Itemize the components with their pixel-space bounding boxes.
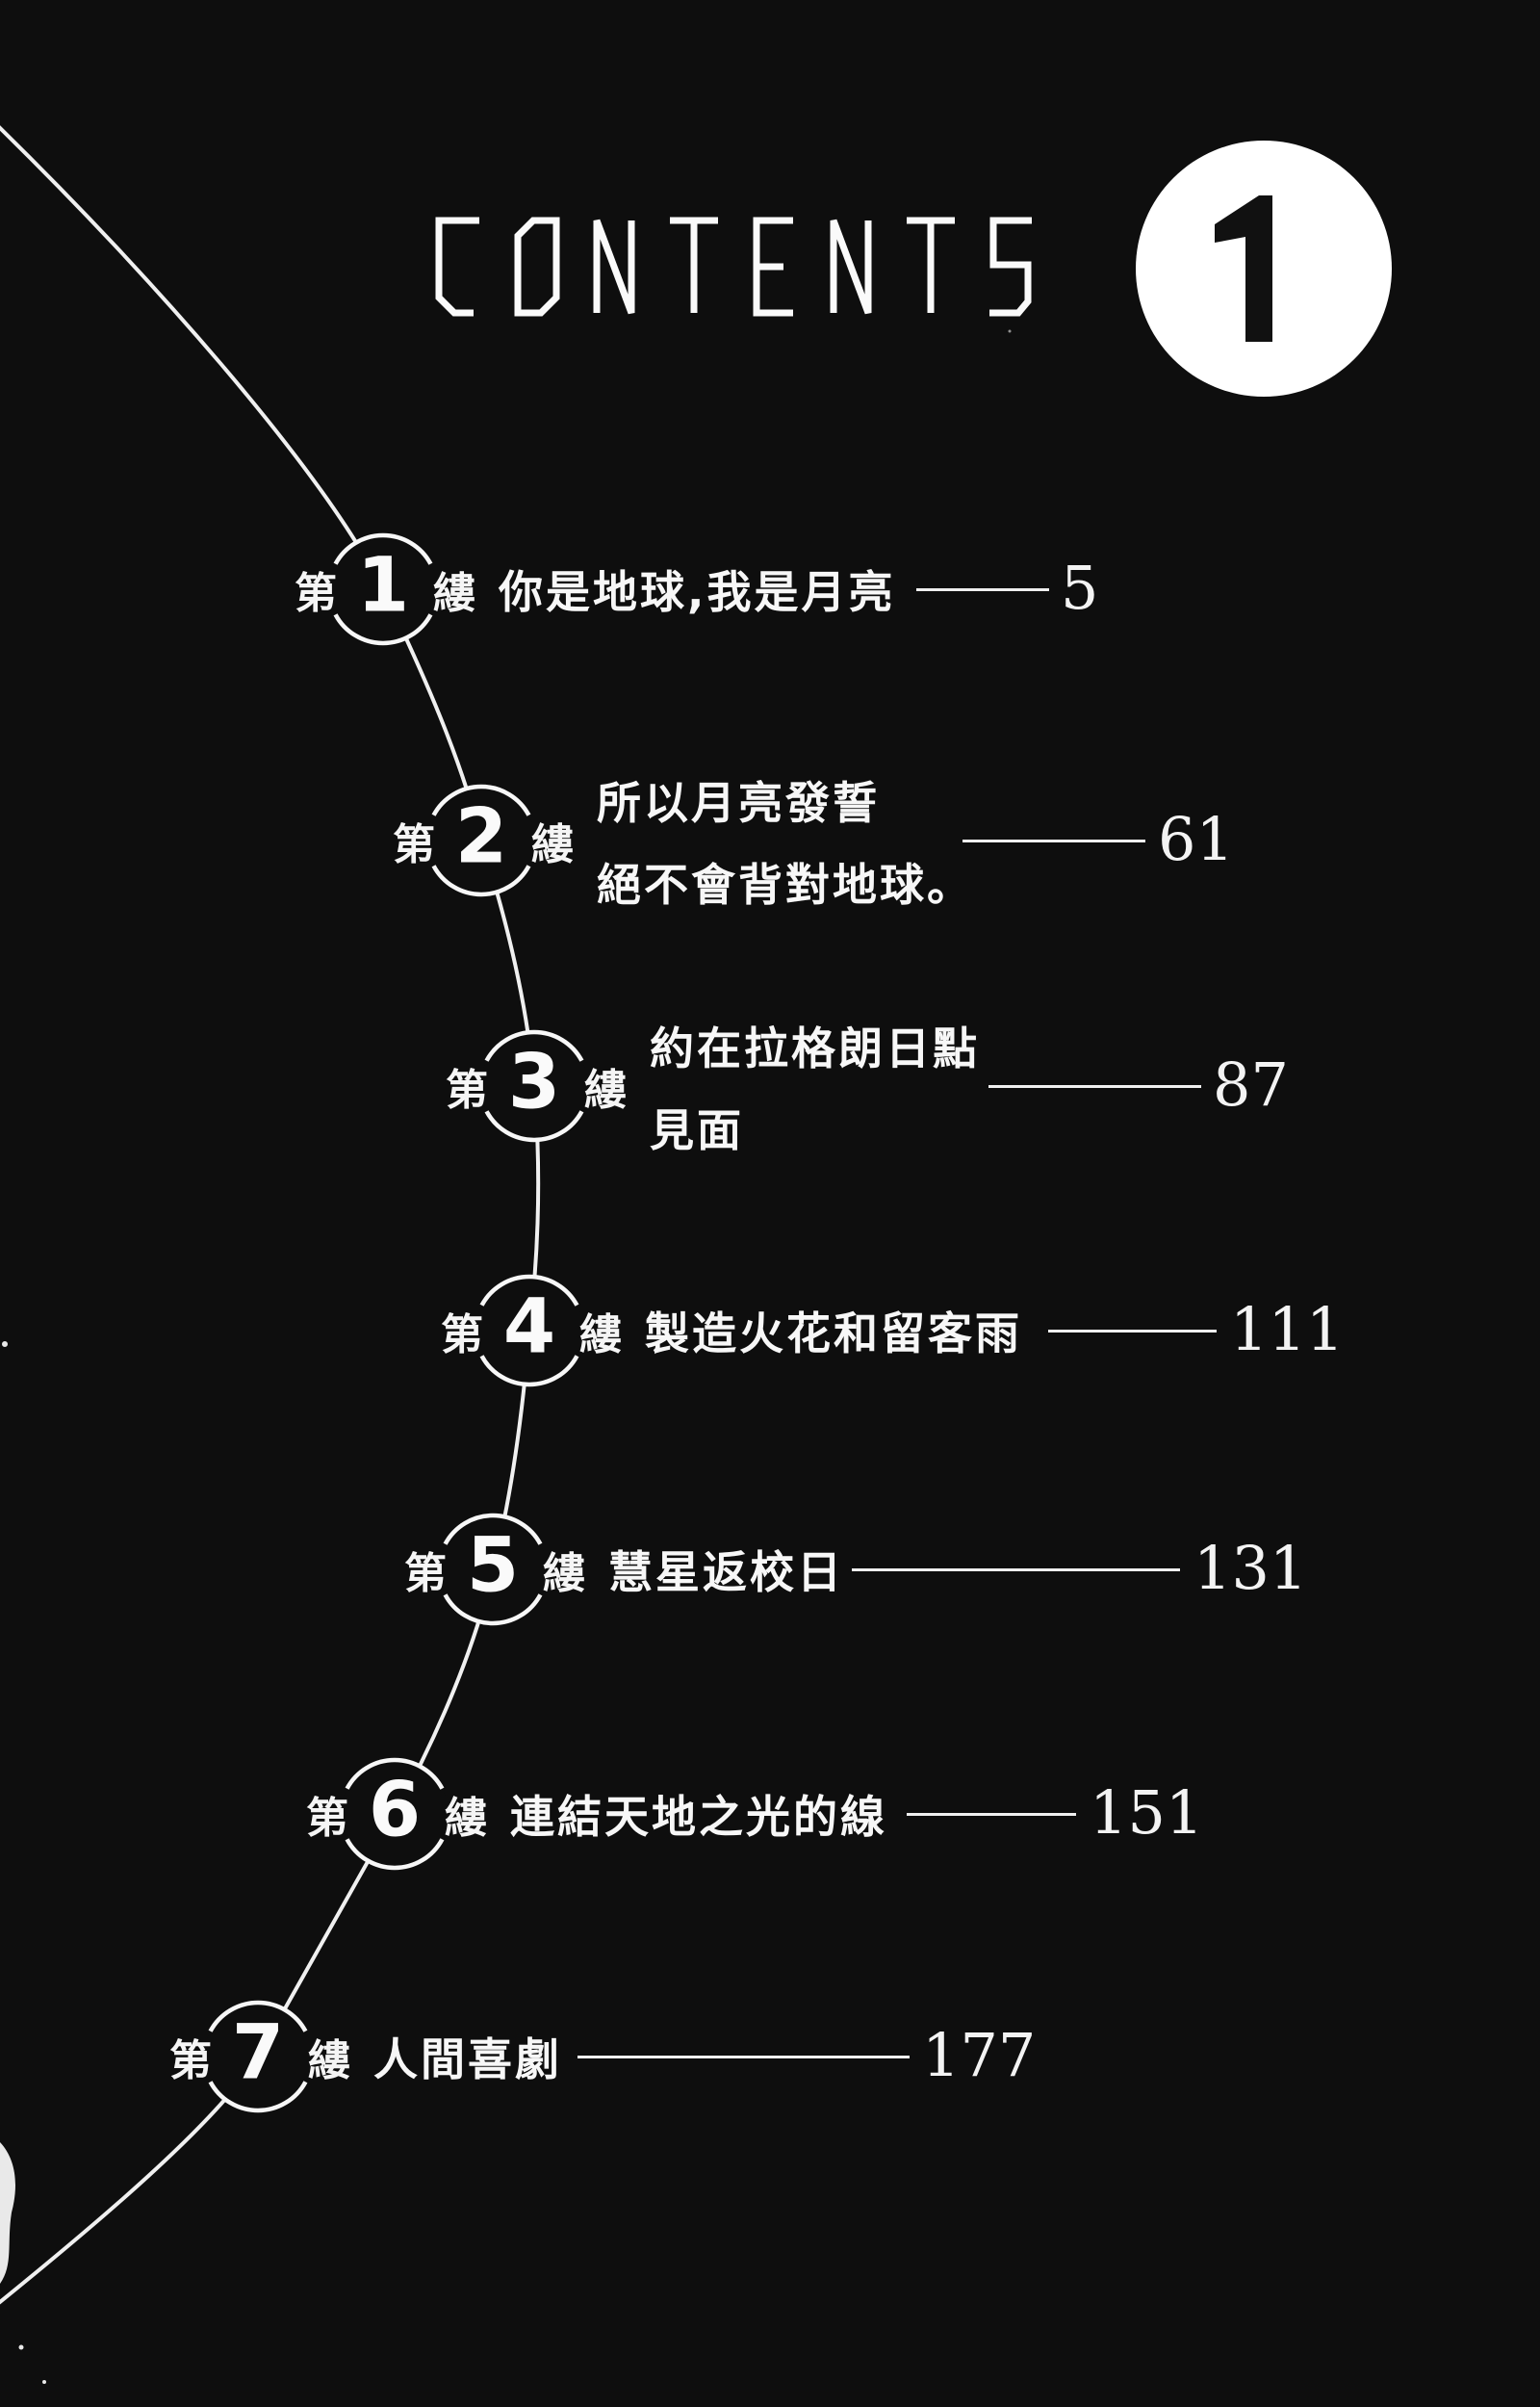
page-number: 131 (1194, 1533, 1308, 1604)
chapter-prefix: 第 (295, 569, 337, 618)
page-number: 111 (1230, 1294, 1345, 1365)
chapter-prefix: 第 (404, 1549, 447, 1598)
chapter-suffix: 縷 (308, 2036, 350, 2085)
chapter-prefix: 第 (393, 820, 435, 869)
chapter-circle-mask (480, 1032, 588, 1140)
chapter-circle-icon (484, 1029, 584, 1062)
volume-badge (1136, 141, 1392, 397)
chapter-title: 連結天地之光的線 (510, 1791, 887, 1843)
page-number: 151 (1090, 1777, 1204, 1849)
chapter-circle-icon (443, 1513, 543, 1545)
leader-line (916, 587, 1049, 591)
leader-line (578, 2055, 910, 2058)
contents-letter (753, 217, 793, 317)
chapter-number: 5 (466, 1522, 520, 1610)
chapter-title: 慧星返校日 (608, 1546, 844, 1598)
leader-line (962, 839, 1145, 842)
chapter-circle-icon (333, 532, 433, 565)
chapter-circle-icon (484, 1110, 584, 1143)
page-number: 5 (1061, 553, 1099, 624)
chapter-prefix: 第 (446, 1066, 488, 1115)
leader-line (907, 1812, 1076, 1816)
chapter-number: 2 (454, 793, 508, 881)
chapter-circle-icon (479, 1355, 579, 1387)
chapter-title: 你是地球,我是月亮 (499, 566, 896, 618)
chapter-circle-icon (208, 2000, 308, 2032)
chapter-suffix: 縷 (433, 569, 475, 618)
chapter-suffix: 縷 (531, 820, 574, 869)
chapter-circle-icon (208, 2081, 308, 2113)
chapter-circle-mask (427, 787, 535, 894)
contents-letter (830, 219, 872, 315)
page-number: 177 (922, 2020, 1037, 2091)
chapter-number: 6 (368, 1767, 422, 1854)
contents-letter (907, 217, 955, 313)
chapter-circle-mask (475, 1277, 583, 1385)
chapter-title: 絕不會背對地球。 (597, 858, 974, 911)
chapter-title: 見面 (650, 1103, 744, 1156)
chapter-suffix: 縷 (445, 1794, 487, 1843)
paper-tear-artifact (0, 329, 1012, 2384)
chapter-title: 人間喜劇 (373, 2033, 562, 2085)
chapter-title: 約在拉格朗日點 (650, 1022, 980, 1074)
contents-letter (670, 217, 718, 313)
chapter-suffix: 縷 (584, 1066, 627, 1115)
chapter-suffix: 縷 (543, 1549, 585, 1598)
orbit-line-icon (0, 125, 541, 2305)
chapter-circle-icon (345, 1838, 445, 1871)
page-number: 61 (1158, 804, 1234, 875)
chapter-number: 1 (356, 542, 410, 630)
leader-line (1048, 1329, 1217, 1333)
leader-line (852, 1567, 1180, 1571)
chapter-prefix: 第 (306, 1794, 348, 1843)
chapter-title: 所以月亮發誓 (597, 776, 880, 829)
contents-letter (593, 219, 635, 315)
contents-letter (435, 217, 479, 317)
chapter-circle-icon (345, 1757, 445, 1790)
volume-number-glyph (1215, 195, 1272, 342)
chapter-circle-icon (431, 784, 531, 816)
leader-line (988, 1084, 1201, 1088)
chapter-title: 製造火花和留客雨 (645, 1307, 1022, 1359)
chapter-circle-icon (333, 613, 433, 646)
contents-letter (989, 217, 1032, 317)
chapter-suffix: 縷 (579, 1310, 622, 1359)
chapter-circle-icon (443, 1593, 543, 1626)
chapter-circle-icon (431, 865, 531, 897)
chapter-circle-mask (439, 1515, 547, 1623)
chapter-number: 3 (507, 1039, 561, 1126)
chapter-circle-icon (479, 1274, 579, 1307)
contents-title (435, 217, 1032, 317)
chapter-circle-mask (341, 1760, 449, 1868)
chapter-circle-mask (204, 2003, 312, 2110)
page-number: 87 (1213, 1049, 1289, 1121)
chapter-circle-mask (329, 535, 437, 643)
chapter-number: 4 (502, 1283, 556, 1371)
chapter-prefix: 第 (169, 2036, 212, 2085)
chapter-number: 7 (231, 2009, 285, 2097)
contents-letter (514, 217, 560, 317)
chapter-prefix: 第 (441, 1310, 483, 1359)
